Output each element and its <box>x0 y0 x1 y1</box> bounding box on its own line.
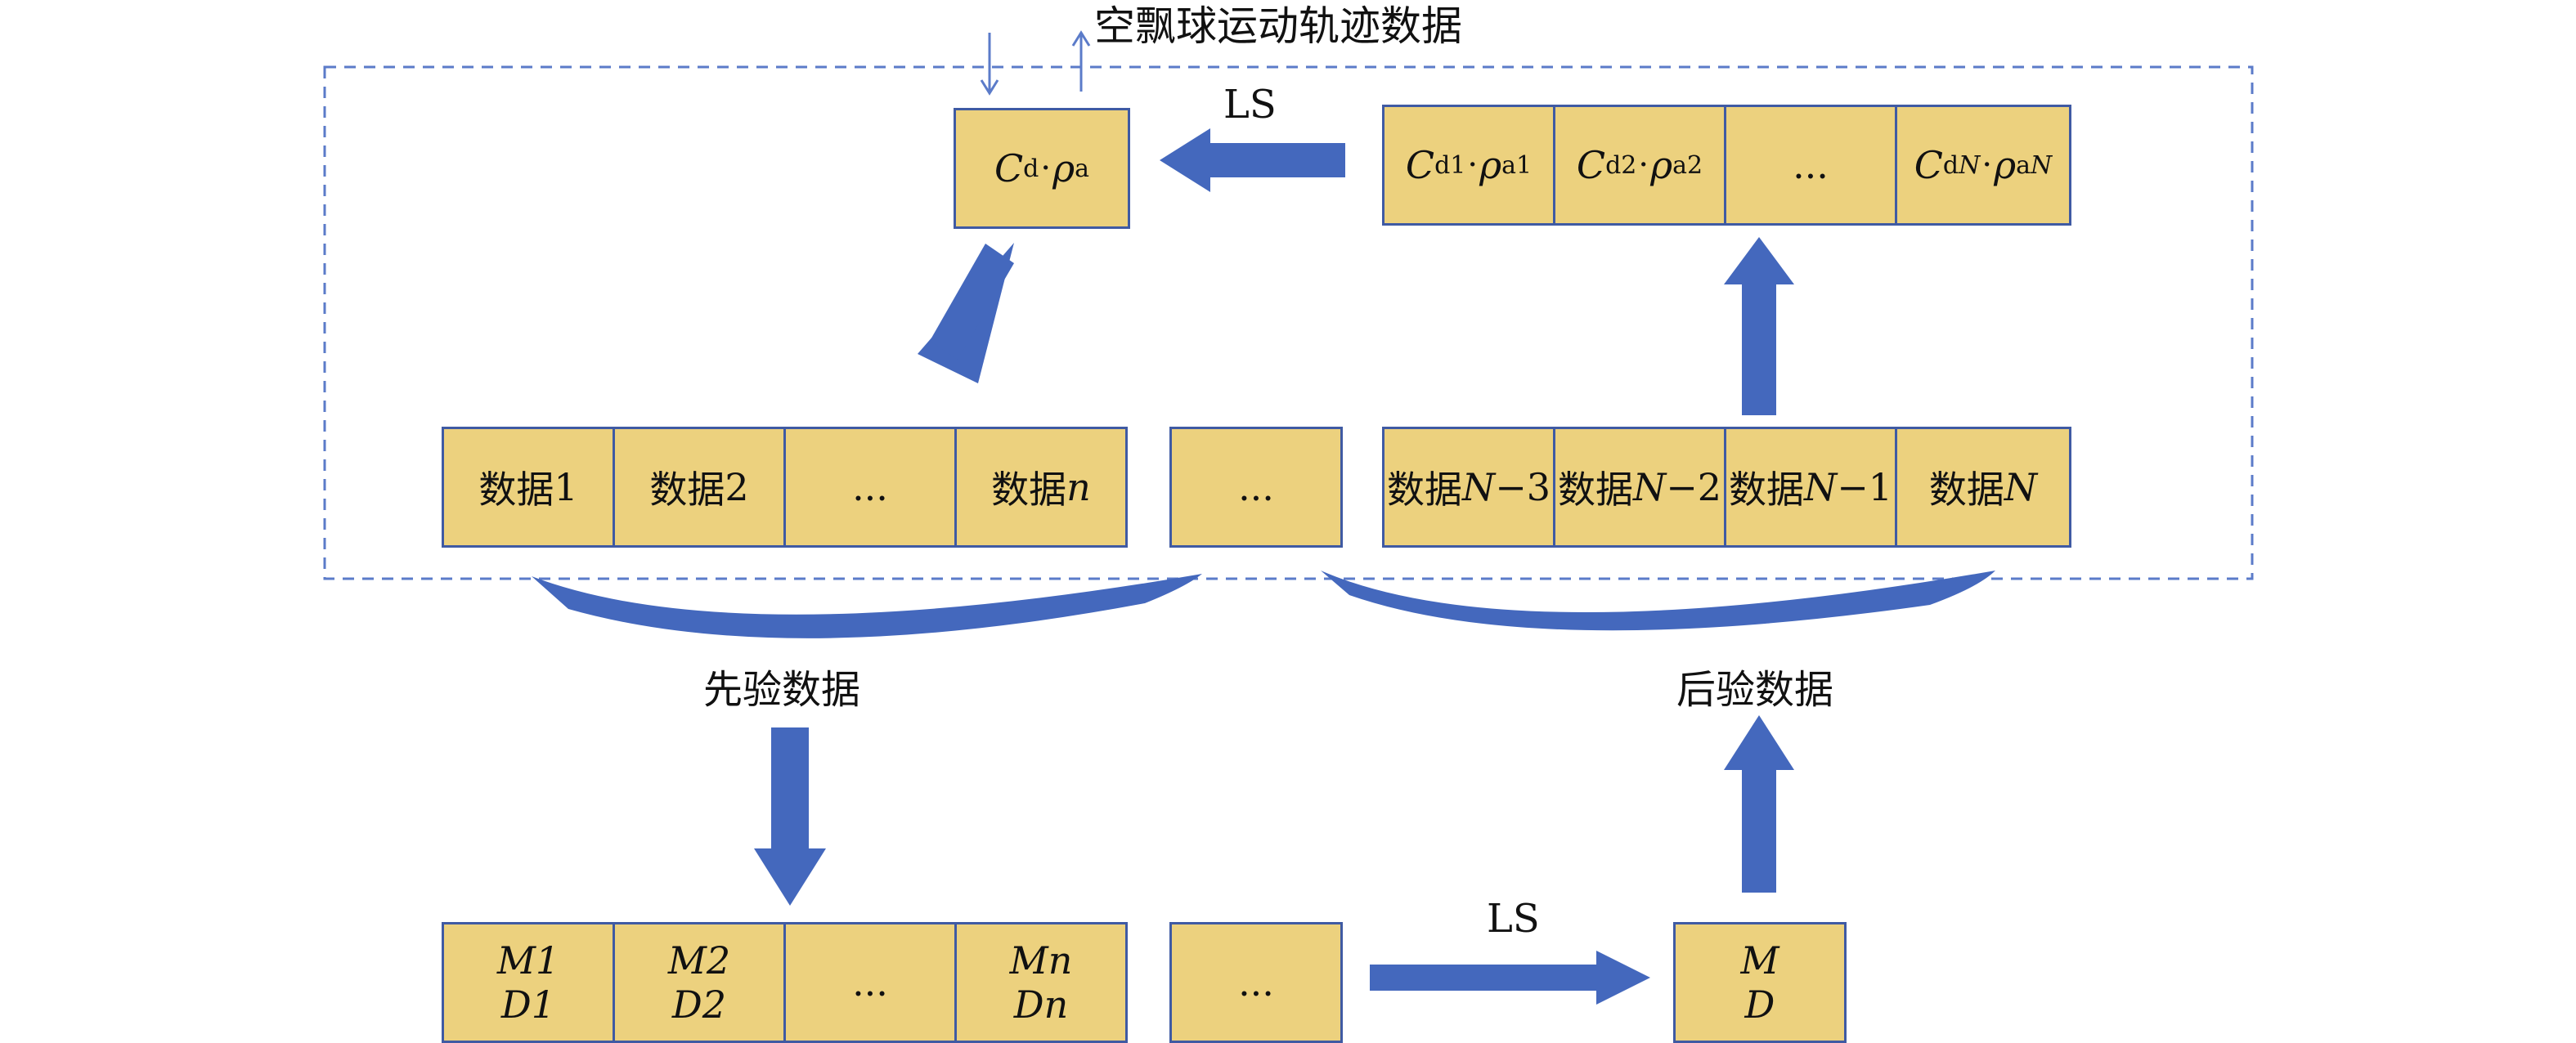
posterior-label: 后验数据 <box>1676 667 1834 713</box>
data-nm1-prefix: 数据 <box>1728 468 1804 512</box>
md-result-m: M <box>1740 938 1779 983</box>
md-middle-text: ... <box>1238 960 1274 1005</box>
diagonal-arrow-shaft <box>930 244 1014 360</box>
param-n-rho: ρ <box>1994 143 2017 187</box>
dashed-boundary <box>323 65 2254 580</box>
param-n-rho-sub-it: N <box>2031 150 2053 180</box>
down-arrow-prior <box>754 727 826 906</box>
data-nm3-n: N <box>1461 465 1496 509</box>
output-arrow <box>1071 30 1091 92</box>
param-2-rho: ρ <box>1650 143 1673 187</box>
param-2-rho-sub: a2 <box>1672 150 1703 180</box>
param-n-c-sub: d <box>1942 150 1959 180</box>
data-N-prefix: 数据 <box>1928 468 2004 512</box>
ls-top-arrow <box>1160 128 1345 192</box>
cd-box-c-sub: d <box>1023 154 1039 183</box>
data-nm3-suffix: −3 <box>1495 465 1551 509</box>
data-cell-middle: ... <box>1169 427 1343 548</box>
up-arrow-params <box>1724 237 1794 415</box>
data-1-prefix: 数据 <box>478 468 554 512</box>
data-2-suffix: 2 <box>725 465 749 509</box>
param-1-c: C <box>1405 143 1435 187</box>
prior-label: 先验数据 <box>703 667 861 713</box>
md-n-m: Mn <box>1009 938 1073 983</box>
data-cell-ellipsis: ... <box>783 427 957 548</box>
param-n-rho-sub: a <box>2016 150 2031 180</box>
data-N-n: N <box>2004 465 2038 509</box>
param-1-rho-sub: a1 <box>1501 150 1533 180</box>
input-arrow <box>980 33 999 96</box>
ls-top-label: LS <box>1223 82 1277 128</box>
data-n-prefix: 数据 <box>991 468 1067 512</box>
data-middle-text: ... <box>1238 465 1274 509</box>
data-nm1-suffix: −1 <box>1837 465 1893 509</box>
param-ellipsis-text: ... <box>1793 143 1829 187</box>
data-nm2-prefix: 数据 <box>1557 468 1633 512</box>
md-cell-ellipsis: ... <box>783 922 957 1043</box>
md-1-m: M1 <box>496 938 560 983</box>
posterior-brace <box>1321 571 1995 631</box>
up-arrow-posterior <box>1724 715 1794 893</box>
md-ellipsis-text: ... <box>852 960 888 1005</box>
data-ellipsis-text: ... <box>852 465 888 509</box>
data-n-suffix: n <box>1066 465 1091 509</box>
param-cell-ellipsis: ... <box>1724 105 1897 226</box>
param-1-rho: ρ <box>1479 143 1502 187</box>
md-2-d: D2 <box>671 983 727 1027</box>
md-1-d: D1 <box>500 983 556 1027</box>
md-result-d: D <box>1744 983 1775 1027</box>
data-nm2-n: N <box>1632 465 1667 509</box>
ls-bottom-label: LS <box>1487 896 1540 942</box>
cd-box-c: C <box>994 146 1024 190</box>
param-n-c: C <box>1914 143 1943 187</box>
data-nm2-suffix: −2 <box>1666 465 1722 509</box>
data-1-suffix: 1 <box>554 465 578 509</box>
data-nm3-prefix: 数据 <box>1386 468 1462 512</box>
cd-box-rho: ρ <box>1052 146 1075 190</box>
param-1-c-sub: d1 <box>1434 150 1466 180</box>
param-n-c-sub-it: N <box>1959 150 1981 180</box>
prior-brace <box>532 574 1202 638</box>
data-2-prefix: 数据 <box>649 468 725 512</box>
data-nm1-n: N <box>1803 465 1838 509</box>
md-n-d: Dn <box>1013 983 1069 1027</box>
md-cell-middle: ... <box>1169 922 1343 1043</box>
param-2-c: C <box>1576 143 1606 187</box>
param-2-c-sub: d2 <box>1605 150 1637 180</box>
cd-box-rho-sub: a <box>1075 154 1090 183</box>
title-label: 空飘球运动轨迹数据 <box>1094 2 1462 50</box>
ls-bottom-arrow <box>1370 951 1650 1005</box>
md-2-m: M2 <box>667 938 731 983</box>
